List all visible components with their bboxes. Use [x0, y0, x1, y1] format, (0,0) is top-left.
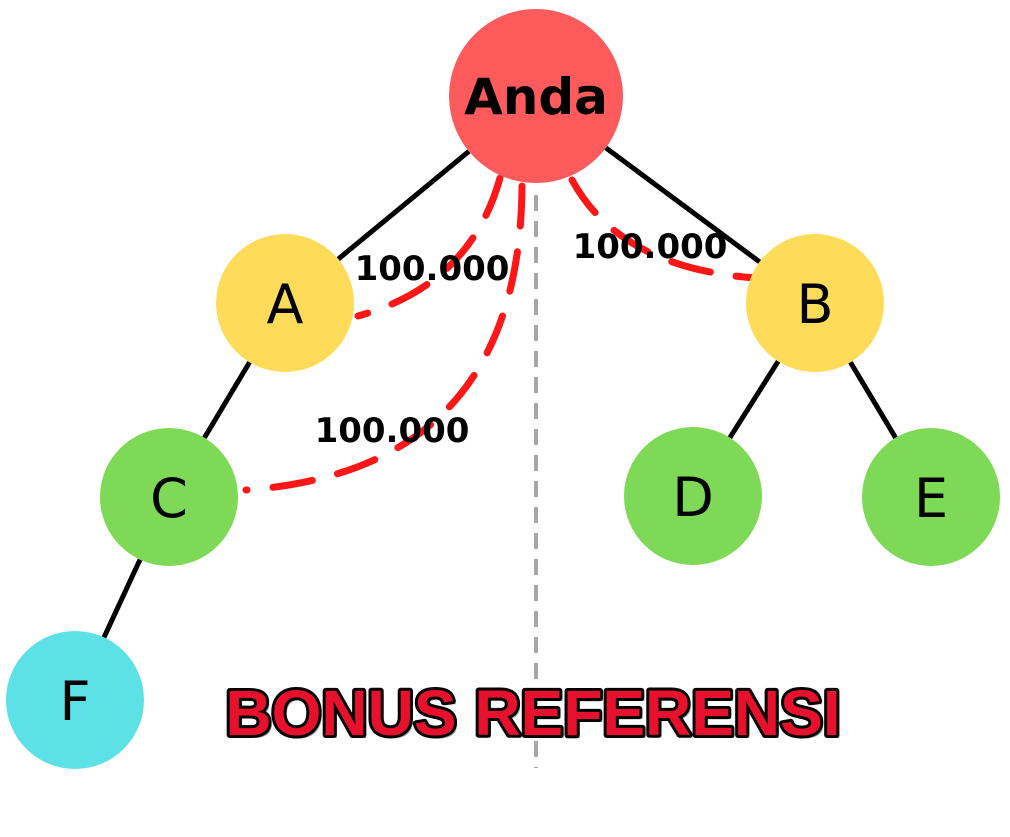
bonus-amount-c: 100.000 — [315, 411, 470, 451]
node-circle — [6, 631, 144, 769]
tree-edge-b-d — [727, 359, 781, 440]
bonus-amount-b: 100.000 — [573, 227, 728, 267]
bonus-arc-a — [354, 174, 504, 320]
node-circle — [100, 428, 238, 566]
bonus-arc-c — [242, 182, 526, 494]
node-circle — [216, 234, 354, 372]
node-circle — [746, 234, 884, 372]
node-label: C — [150, 467, 188, 530]
tree-edge-b-e — [848, 360, 898, 440]
node-label: Anda — [464, 68, 608, 126]
node-label: A — [267, 273, 304, 336]
node-circle — [449, 9, 623, 183]
node-e: E — [862, 428, 1000, 566]
bonus-amount-a: 100.000 — [355, 249, 510, 289]
tree-edge-c-f — [101, 558, 143, 639]
node-circle — [624, 427, 762, 565]
node-d: D — [624, 427, 762, 565]
node-a: A — [216, 234, 354, 372]
bonus-arc-b — [568, 176, 759, 282]
node-label: D — [672, 466, 714, 529]
node-label: F — [59, 670, 90, 733]
tree-edge-anda-a — [336, 149, 471, 262]
node-f: F — [6, 631, 144, 769]
tree-edge-a-c — [202, 360, 252, 440]
node-c: C — [100, 428, 238, 566]
node-label: B — [796, 273, 833, 336]
node-b: B — [746, 234, 884, 372]
node-circle — [862, 428, 1000, 566]
node-anda: Anda — [449, 9, 623, 183]
tree-edge-anda-b — [604, 145, 762, 264]
banner-title-shadow: BONUS REFERENSI — [228, 680, 843, 752]
node-label: E — [914, 467, 948, 530]
banner-title: BONUS REFERENSI — [225, 677, 840, 749]
